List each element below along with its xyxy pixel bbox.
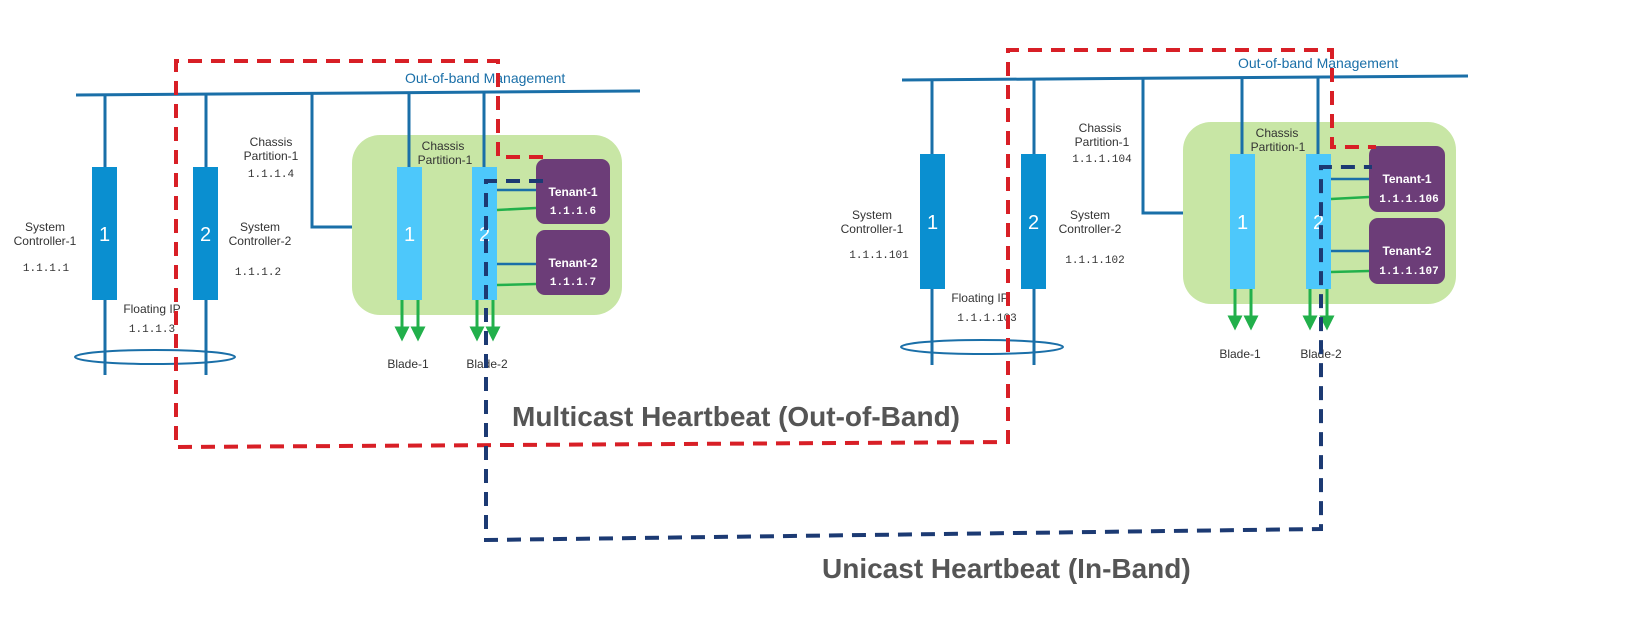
right-blade-2: 2: [1306, 154, 1331, 289]
right-floating-label: Floating IP: [951, 291, 1008, 305]
right-mgmt-label: Out-of-band Management: [1238, 55, 1398, 71]
right-tenant-1: Tenant-1 1.1.1.106: [1369, 146, 1445, 212]
left-ctrl2-line1: System: [240, 220, 280, 234]
left-partition-inner-line1: Chassis: [422, 139, 465, 153]
right-mgmt-bus: [901, 74, 1469, 82]
svg-text:1: 1: [404, 224, 415, 246]
left-site: Out-of-band Management 1 2 1 2: [14, 70, 641, 375]
left-blade-1: 1: [397, 167, 422, 300]
left-mgmt-label: Out-of-band Management: [405, 70, 565, 86]
right-ctrl1-line1: System: [852, 208, 892, 222]
svg-text:1: 1: [927, 212, 938, 234]
right-partition-outer-line1: Chassis: [1079, 121, 1122, 135]
svg-text:2: 2: [1313, 212, 1324, 234]
right-tenant-2: Tenant-2 1.1.1.107: [1369, 218, 1445, 284]
left-partition-inner-line2: Partition-1: [418, 153, 473, 167]
svg-text:1: 1: [1237, 212, 1248, 234]
right-ctrl2-ip: 1.1.1.102: [1065, 255, 1124, 267]
left-controller-2: 2: [193, 167, 218, 300]
left-link-t2-green: [496, 282, 537, 287]
right-partition-outer-ip: 1.1.1.104: [1072, 154, 1132, 166]
svg-text:Tenant-1: Tenant-1: [548, 185, 597, 199]
left-link-t1-green: [496, 206, 537, 212]
right-partition-inner-line1: Chassis: [1256, 126, 1299, 140]
svg-text:Tenant-1: Tenant-1: [1382, 172, 1431, 186]
left-blade1-label: Blade-1: [387, 357, 429, 371]
right-ctrl1-line2: Controller-1: [841, 222, 904, 236]
left-partition-outer-ip: 1.1.1.4: [248, 169, 295, 181]
left-floating-label: Floating IP: [123, 302, 180, 316]
left-ctrl2-ip: 1.1.1.2: [235, 267, 281, 279]
left-ctrl2-line2: Controller-2: [229, 234, 292, 248]
left-blade-arrows: [394, 300, 501, 342]
right-controller-2: 2: [1021, 154, 1046, 289]
svg-text:Tenant-2: Tenant-2: [1382, 244, 1431, 258]
svg-text:Tenant-2: Tenant-2: [548, 256, 597, 270]
multicast-heartbeat-path: [174, 48, 1376, 450]
left-tenant-1: Tenant-1 1.1.1.6: [536, 159, 610, 224]
left-floating-ellipse: [74, 349, 236, 365]
right-site: Out-of-band Management 1 2 1 2: [841, 55, 1469, 365]
right-floating-ip: 1.1.1.103: [957, 313, 1016, 325]
left-partition-outer-line2: Partition-1: [244, 149, 299, 163]
svg-text:1.1.1.107: 1.1.1.107: [1379, 266, 1438, 278]
left-drop-partition: [310, 94, 352, 229]
right-link-t2-green: [1330, 269, 1370, 274]
right-controller-1: 1: [920, 154, 945, 289]
left-floating-ip: 1.1.1.3: [129, 324, 175, 336]
right-floating-ellipse: [900, 339, 1064, 355]
right-ctrl2-line2: Controller-2: [1059, 222, 1122, 236]
left-ctrl1-line2: Controller-1: [14, 234, 77, 248]
svg-text:2: 2: [479, 224, 490, 246]
svg-text:1: 1: [99, 224, 110, 246]
left-ctrl1-line1: System: [25, 220, 65, 234]
right-drop-partition: [1141, 79, 1183, 215]
unicast-heartbeat-path: [484, 165, 1372, 543]
left-partition-outer-line1: Chassis: [250, 135, 293, 149]
multicast-heartbeat-label: Multicast Heartbeat (Out-of-Band): [512, 401, 960, 432]
svg-text:2: 2: [1028, 212, 1039, 234]
right-ctrl2-line1: System: [1070, 208, 1110, 222]
unicast-heartbeat-label: Unicast Heartbeat (In-Band): [822, 553, 1191, 584]
right-blade-arrows: [1227, 289, 1335, 331]
left-ctrl1-ip: 1.1.1.1: [23, 263, 70, 275]
right-blade-1: 1: [1230, 154, 1255, 289]
svg-text:1.1.1.106: 1.1.1.106: [1379, 194, 1438, 206]
right-partition-outer-line2: Partition-1: [1075, 135, 1130, 149]
left-blade-2: 2: [472, 167, 497, 300]
svg-text:1.1.1.6: 1.1.1.6: [550, 206, 596, 218]
left-controller-1: 1: [92, 167, 117, 300]
right-partition-inner-line2: Partition-1: [1251, 140, 1306, 154]
svg-text:1.1.1.7: 1.1.1.7: [550, 277, 596, 289]
left-tenant-2: Tenant-2 1.1.1.7: [536, 230, 610, 295]
left-mgmt-bus: [75, 89, 641, 97]
svg-text:2: 2: [200, 224, 211, 246]
right-link-t1-green: [1330, 195, 1370, 201]
right-ctrl1-ip: 1.1.1.101: [849, 250, 909, 262]
right-blade1-label: Blade-1: [1219, 347, 1261, 361]
